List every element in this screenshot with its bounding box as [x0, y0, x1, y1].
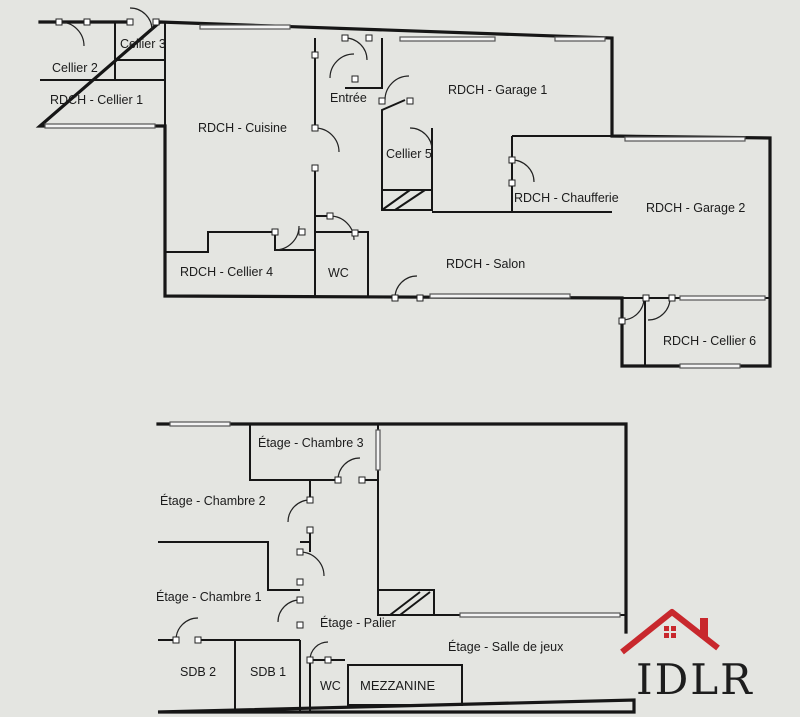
upper-floor-plan: Étage - Chambre 3 Étage - Chambre 2 Étag… [156, 421, 636, 714]
wc-walls [315, 215, 369, 296]
window [375, 429, 381, 471]
window [169, 421, 231, 427]
corridor-walls [309, 480, 626, 616]
door-swing [299, 551, 325, 577]
window [459, 612, 621, 618]
room-label-cellier6: RDCH - Cellier 6 [663, 334, 756, 348]
door-jambs [55, 18, 676, 325]
room-label-cellier3: Cellier 3 [120, 37, 166, 51]
ground-floor-plan: Cellier 2 Cellier 3 RDCH - Cellier 1 RDC… [35, 7, 772, 369]
door-swing [314, 127, 340, 153]
window [624, 136, 746, 142]
room-label-wc-upper: WC [320, 679, 341, 693]
garage-walls [432, 135, 612, 213]
window [429, 293, 571, 299]
cellier6-walls [622, 297, 770, 366]
window [199, 24, 291, 30]
room-label-chaufferie: RDCH - Chaufferie [514, 191, 619, 205]
room-label-garage1: RDCH - Garage 1 [448, 83, 547, 97]
room-label-salle-de-jeux: Étage - Salle de jeux [448, 639, 564, 654]
stairs-cellier5 [381, 189, 432, 211]
bedroom-walls [158, 541, 310, 591]
window [679, 363, 741, 369]
room-label-mezzanine: MEZZANINE [360, 678, 435, 693]
logo-chimney-icon [700, 618, 708, 638]
door-jambs [172, 476, 366, 664]
cellier-walls [40, 22, 166, 126]
room-label-chambre3: Étage - Chambre 3 [258, 435, 364, 450]
door-swing [274, 225, 300, 251]
window [679, 295, 766, 301]
stairs-upper [377, 590, 434, 616]
chambre3-walls [249, 424, 379, 481]
cellier4-walls [165, 231, 315, 253]
door-swing [409, 127, 433, 151]
room-label-cellier4: RDCH - Cellier 4 [180, 265, 273, 279]
room-label-sdb1: SDB 1 [250, 665, 286, 679]
room-label-cellier1: RDCH - Cellier 1 [50, 93, 143, 107]
room-label-palier: Étage - Palier [320, 615, 396, 630]
window [399, 36, 496, 42]
room-label-sdb2: SDB 2 [180, 665, 216, 679]
door-swing [329, 215, 355, 241]
idlr-logo: IDLR [620, 609, 754, 704]
entree-walls [345, 38, 433, 211]
room-label-salon: RDCH - Salon [446, 257, 525, 271]
door-swing [621, 297, 645, 321]
room-label-garage2: RDCH - Garage 2 [646, 201, 745, 215]
window [554, 36, 606, 42]
room-label-cellier5: Cellier 5 [386, 147, 432, 161]
room-label-cellier2: Cellier 2 [52, 61, 98, 75]
room-label-chambre2: Étage - Chambre 2 [160, 493, 266, 508]
door-swing [129, 7, 153, 31]
bathroom-walls [158, 639, 463, 712]
room-label-wc: WC [328, 266, 349, 280]
upper-floor-outer-wall [156, 422, 636, 714]
room-label-entree: Entrée [330, 91, 367, 105]
door-swing [647, 297, 671, 321]
room-label-cuisine: RDCH - Cuisine [198, 121, 287, 135]
logo-text: IDLR [636, 655, 754, 704]
door-swing [384, 75, 410, 101]
door-swing [329, 53, 355, 79]
window [44, 123, 156, 129]
room-label-chambre1: Étage - Chambre 1 [156, 589, 262, 604]
door-swing [59, 21, 85, 47]
